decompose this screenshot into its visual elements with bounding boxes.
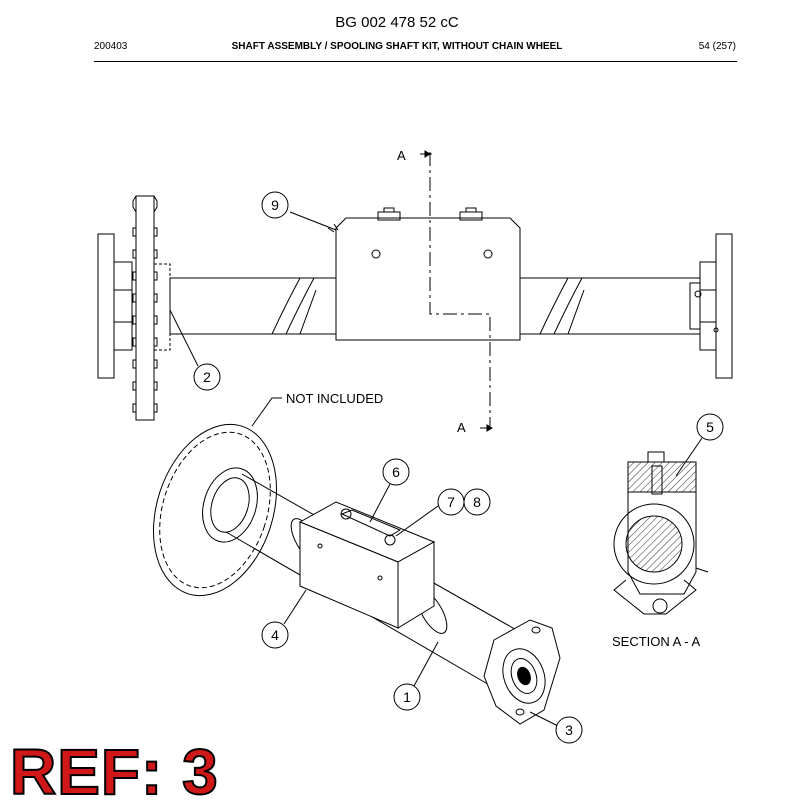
sprocket-side-view (132, 195, 171, 421)
bearing-flange (483, 619, 561, 725)
section-view (613, 451, 709, 615)
svg-text:2: 2 (203, 369, 211, 385)
not-included-note: NOT INCLUDED (286, 391, 383, 406)
balloon-9: 9 (261, 191, 337, 231)
svg-text:7: 7 (447, 494, 455, 510)
balloon-3: 3 (529, 711, 583, 744)
balloon-6: 6 (369, 458, 410, 523)
header-rule (94, 61, 737, 62)
svg-text:6: 6 (392, 464, 400, 480)
svg-text:5: 5 (706, 419, 714, 435)
section-line (429, 152, 491, 426)
spiral-groove-left (271, 277, 317, 335)
balloon-8: 8 (463, 488, 491, 516)
balloon-5: 5 (675, 413, 724, 477)
right-end-bracket (715, 233, 733, 379)
document-number: BG 002 478 52 cC (335, 14, 459, 31)
top-view (97, 150, 733, 432)
left-bearing-housing (113, 261, 133, 351)
svg-text:3: 3 (565, 722, 573, 738)
isometric-view (152, 423, 561, 725)
svg-text:8: 8 (473, 494, 481, 510)
balloon-1: 1 (393, 641, 439, 711)
section-label: SECTION A - A (612, 634, 700, 649)
page-number: 54 (257) (698, 41, 736, 52)
cover-plate (340, 509, 402, 537)
svg-text:1: 1 (403, 689, 411, 705)
left-end-bracket (97, 233, 115, 379)
svg-text:9: 9 (271, 197, 279, 213)
sprocket-isometric (152, 423, 278, 597)
spiral-groove-right (539, 277, 585, 335)
page-title: SHAFT ASSEMBLY / SPOOLING SHAFT KIT, WIT… (231, 41, 563, 52)
not-included-leader (251, 397, 282, 427)
balloon-7: 7 (395, 488, 465, 537)
section-marker-bottom: A (457, 420, 466, 435)
carriage-block (335, 217, 521, 341)
right-bearing-housing (699, 261, 717, 351)
ref-label: REF: 3 (9, 736, 219, 808)
date-code: 200403 (94, 41, 128, 52)
svg-text:4: 4 (271, 627, 279, 643)
section-marker-top: A (397, 148, 406, 163)
balloon-4: 4 (261, 589, 307, 649)
balloon-2: 2 (169, 309, 221, 391)
